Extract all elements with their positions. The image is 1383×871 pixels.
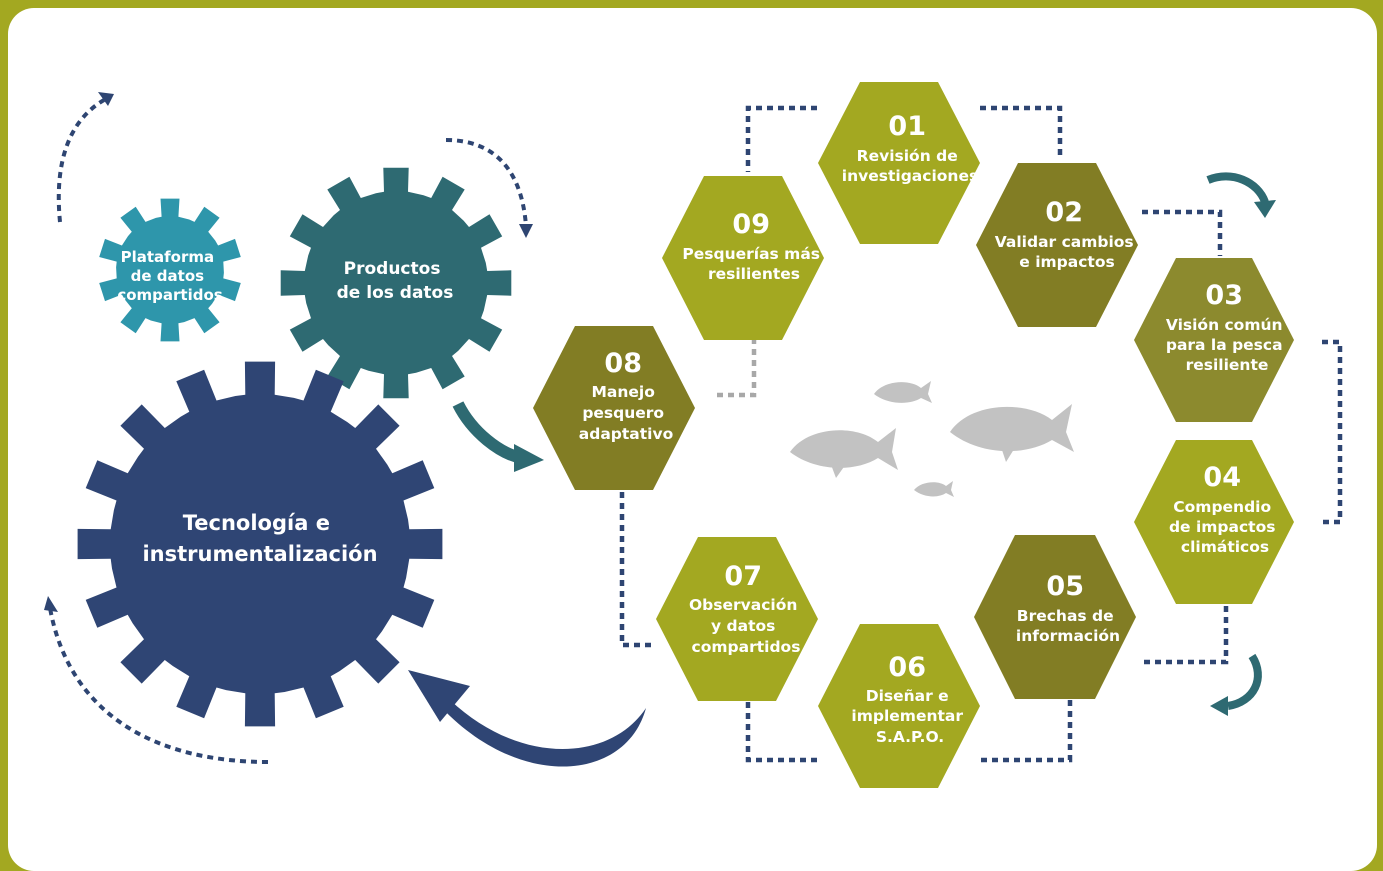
step-08-text: 08 Manejo pesquero adaptativo <box>579 348 673 443</box>
gear-small-icon <box>99 198 241 342</box>
connector-08-09 <box>717 340 757 398</box>
hexagons <box>533 82 1294 788</box>
fish-icon <box>874 381 932 403</box>
curved-arrow-icon <box>1210 653 1262 716</box>
step-04-text: 04 Compendio de impactos climáticos <box>1169 462 1281 556</box>
hexagon-labels: 01 Revisión de investigaciones 02 Valida… <box>579 111 1288 746</box>
step-09-text: 09 Pesquerías más resilientes <box>682 209 825 283</box>
hexagon-01 <box>818 82 980 244</box>
dotted-connectors <box>619 105 1343 763</box>
hexagon-08 <box>533 326 695 490</box>
curved-arrow-icon <box>1206 172 1276 218</box>
return-arrow-icon <box>408 670 646 767</box>
connector-08-07 <box>619 492 655 648</box>
fish-icon <box>950 404 1074 462</box>
connector-04-05 <box>1142 606 1229 665</box>
gear-large-icon <box>77 361 443 727</box>
arrowhead-icon <box>519 224 533 238</box>
connector-03-04 <box>1322 339 1343 525</box>
step-06-text: 06 Diseñar e implementar S.A.P.O. <box>851 652 968 746</box>
step-01-text: 01 Revisión de investigaciones <box>842 111 978 185</box>
gear-small-label: Plataforma de datos compartidos <box>117 248 222 304</box>
gear-medium-label: Productos de los datos <box>337 259 454 303</box>
hexagon-09 <box>662 176 824 340</box>
connector-07-06 <box>745 702 818 763</box>
gear-medium-icon <box>280 167 512 399</box>
connector-01-09 <box>745 105 817 172</box>
hexagon-02 <box>976 163 1138 327</box>
gear-large-label: Tecnología e instrumentalización <box>142 511 377 566</box>
curved-arrow-icon <box>452 401 544 472</box>
step-05-text: 05 Brechas de información <box>1016 571 1120 645</box>
hexagon-05 <box>974 535 1136 699</box>
fish-icon <box>914 481 954 497</box>
dotted-arc-right <box>445 138 528 227</box>
fish-group <box>790 381 1074 497</box>
step-02-text: 02 Validar cambios e impactos <box>995 197 1140 271</box>
hexagon-07 <box>656 537 818 701</box>
connector-05-06 <box>978 700 1073 763</box>
gear-dotted-arrows <box>48 98 528 764</box>
fish-icon <box>790 428 898 478</box>
connector-01-02 <box>980 105 1063 160</box>
arrowhead-icon <box>98 92 114 106</box>
arrowhead-icon <box>44 596 58 612</box>
step-03-text: 03 Visión común para la pesca resiliente <box>1166 280 1288 374</box>
hexagon-06 <box>818 624 980 788</box>
dotted-arc-top <box>56 98 106 223</box>
connector-02-03 <box>1142 209 1223 256</box>
cycle-arrows <box>452 172 1276 716</box>
hexagon-03 <box>1134 258 1294 422</box>
dotted-arc-bottom <box>48 607 269 764</box>
hexagon-04 <box>1134 440 1294 604</box>
gear-arrow-heads <box>44 92 533 612</box>
step-07-text: 07 Observación y datos compartidos <box>689 561 803 656</box>
